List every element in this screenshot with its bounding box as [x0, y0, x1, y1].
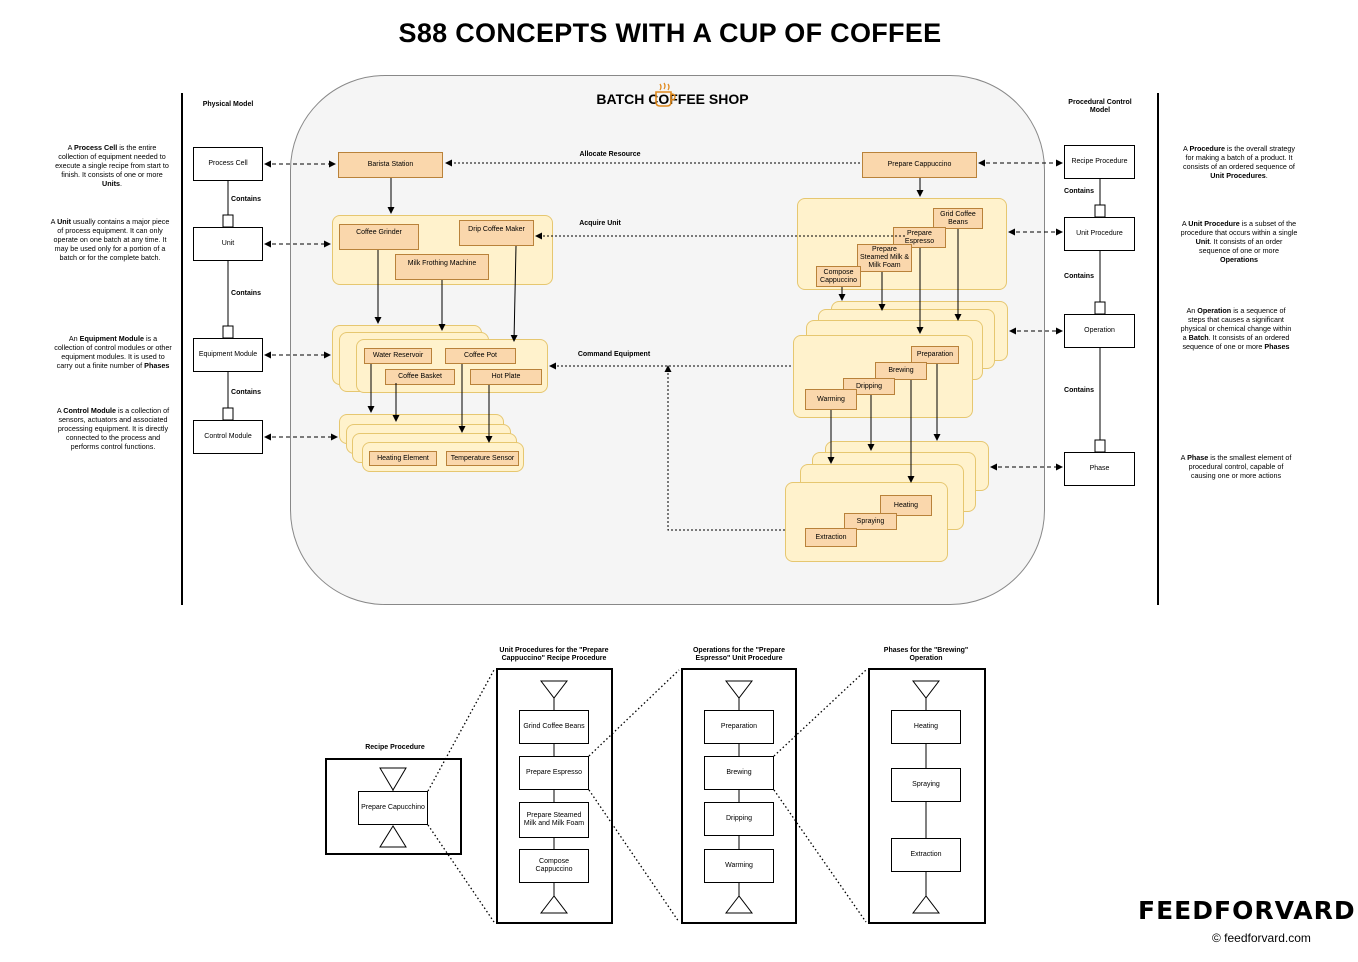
process-cell-box: Process Cell: [193, 147, 263, 181]
extraction-box: Extraction: [805, 528, 857, 547]
process-cell-description: A Process Cell is the entire collection …: [55, 143, 169, 188]
prepare-steamed-milk-unit-box: Prepare Steamed Milk and Milk Foam: [519, 802, 589, 838]
grid-coffee-beans-box: Grid Coffee Beans: [933, 208, 983, 229]
phases-header: Phases for the "Brewing" Operation: [883, 647, 969, 662]
shop-title: BATCH COFFEE SHOP: [560, 91, 785, 107]
warming-op-box: Warming: [704, 849, 774, 883]
procedural-model-header: Procedural Control Model: [1068, 99, 1132, 114]
feedforvard-logo: FEEDFORVARD: [1138, 896, 1356, 925]
preparation-op-box: Preparation: [704, 710, 774, 744]
temperature-sensor-box: Temperature Sensor: [446, 451, 519, 466]
contains-label: Contains: [1064, 188, 1094, 195]
compose-cappuccino-box: Compose Cappuccino: [816, 266, 861, 287]
allocate-resource-label: Allocate Resource: [579, 151, 641, 158]
barista-station-box: Barista Station: [338, 152, 443, 178]
equipment-module-box: Equipment Module: [193, 338, 263, 372]
spraying-phase-box: Spraying: [891, 768, 961, 802]
prepare-cappuccino-box: Prepare Cappuccino: [862, 152, 977, 178]
recipe-procedure-box: Recipe Procedure: [1064, 145, 1135, 179]
phase-description: A Phase is the smallest element of proce…: [1180, 453, 1292, 480]
unit-description: A Unit usually contains a major piece of…: [50, 217, 170, 262]
dripping-op-box: Dripping: [704, 802, 774, 836]
equipment-module-description: An Equipment Module is a collection of c…: [54, 334, 172, 370]
coffee-cup-icon: [655, 82, 676, 107]
prepare-capucchino-box: Prepare Capucchino: [358, 791, 428, 825]
procedure-description: A Procedure is the overall strategy for …: [1183, 144, 1295, 180]
physical-model-header: Physical Model: [202, 101, 254, 108]
extraction-phase-box: Extraction: [891, 838, 961, 872]
prepare-espresso-box: Prepare Espresso: [893, 227, 946, 248]
compose-cappuccino-unit-box: Compose Cappuccino: [519, 849, 589, 883]
water-reservoir-box: Water Reservoir: [364, 348, 432, 364]
operations-header: Operations for the "Prepare Espresso" Un…: [692, 647, 785, 662]
command-equipment-label: Command Equipment: [577, 351, 651, 358]
spraying-box: Spraying: [844, 513, 897, 530]
coffee-pot-box: Coffee Pot: [445, 348, 516, 364]
contains-label: Contains: [231, 196, 261, 203]
acquire-unit-label: Acquire Unit: [579, 220, 621, 227]
heating-box: Heating: [880, 495, 932, 516]
phase-box: Phase: [1064, 452, 1135, 486]
contains-label: Contains: [231, 389, 261, 396]
contains-label: Contains: [1064, 273, 1094, 280]
heating-phase-box: Heating: [891, 710, 961, 744]
drip-coffee-maker-box: Drip Coffee Maker: [459, 220, 534, 246]
grind-coffee-beans-box: Grind Coffee Beans: [519, 710, 589, 744]
right-separator: [1157, 93, 1159, 605]
coffee-basket-box: Coffee Basket: [385, 369, 455, 385]
heating-element-box: Heating Element: [369, 451, 437, 466]
brewing-box: Brewing: [875, 362, 927, 380]
recipe-procedure-header: Recipe Procedure: [365, 744, 425, 751]
coffee-grinder-box: Coffee Grinder: [339, 224, 419, 250]
warming-box: Warming: [805, 389, 857, 410]
milk-frothing-machine-box: Milk Frothing Machine: [395, 254, 489, 280]
brewing-op-box: Brewing: [704, 756, 774, 790]
contains-label: Contains: [1064, 387, 1094, 394]
control-module-box: Control Module: [193, 420, 263, 454]
control-module-description: A Control Module is a collection of sens…: [56, 406, 170, 451]
page-title: S88 CONCEPTS WITH A CUP OF COFFEE: [398, 18, 942, 48]
prepare-steamed-milk-box: Prepare Steamed Milk & Milk Foam: [857, 244, 912, 272]
hot-plate-box: Hot Plate: [470, 369, 542, 385]
unit-procedures-header: Unit Procedures for the "Prepare Cappucc…: [499, 647, 609, 662]
operation-description: An Operation is a sequence of steps that…: [1180, 306, 1292, 351]
prepare-espresso-unit-box: Prepare Espresso: [519, 756, 589, 790]
operation-box: Operation: [1064, 314, 1135, 348]
preparation-box: Preparation: [911, 346, 959, 364]
unit-procedure-description: A Unit Procedure is a subset of the proc…: [1180, 219, 1298, 264]
shop-title-text: BATCH COFFEE SHOP: [596, 91, 749, 107]
contains-label: Contains: [231, 290, 261, 297]
copyright-text: © feedforvard.com: [1212, 931, 1311, 945]
left-separator: [181, 93, 183, 605]
